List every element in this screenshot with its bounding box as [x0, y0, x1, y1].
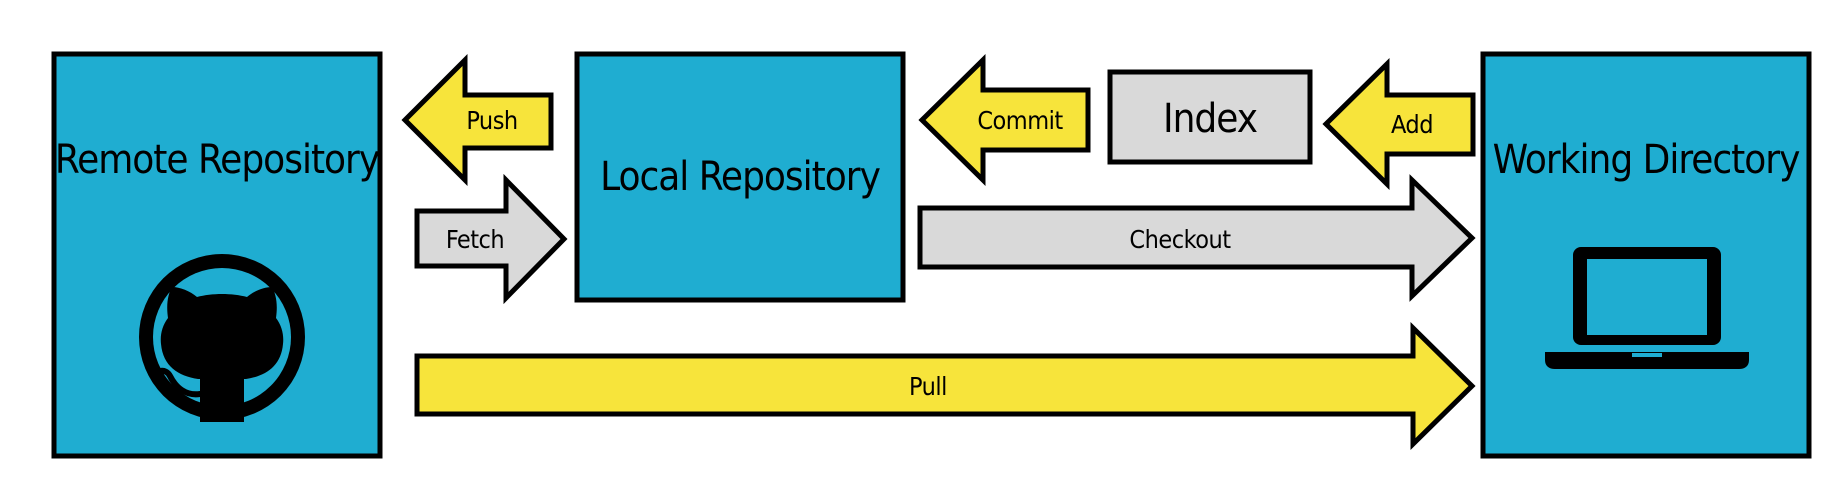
pull-label: Pull	[909, 372, 947, 401]
remote-repository-label: Remote Repository	[55, 137, 380, 183]
add-arrow: Add	[1322, 58, 1476, 190]
checkout-label: Checkout	[1129, 225, 1231, 254]
index-label: Index	[1163, 96, 1258, 142]
working-directory-box: Working Directory	[1480, 51, 1812, 459]
local-repository-box: Local Repository	[574, 51, 906, 303]
pull-arrow: Pull	[414, 322, 1476, 450]
working-directory-label: Working Directory	[1493, 137, 1800, 183]
laptop-icon	[1545, 247, 1749, 369]
push-label: Push	[466, 106, 517, 135]
checkout-arrow: Checkout	[917, 174, 1476, 302]
index-rect	[1107, 69, 1313, 165]
local-repository-rect	[574, 51, 906, 303]
commit-label: Commit	[977, 106, 1063, 135]
index-box: Index	[1107, 69, 1313, 165]
remote-repository-box: Remote Repository	[51, 51, 383, 459]
push-arrow: Push	[401, 53, 554, 187]
add-label: Add	[1391, 110, 1433, 139]
github-octocat-icon	[139, 254, 305, 422]
local-repository-label: Local Repository	[600, 154, 880, 200]
fetch-label: Fetch	[446, 225, 504, 254]
commit-arrow: Commit	[918, 54, 1091, 186]
fetch-arrow: Fetch	[414, 173, 568, 305]
